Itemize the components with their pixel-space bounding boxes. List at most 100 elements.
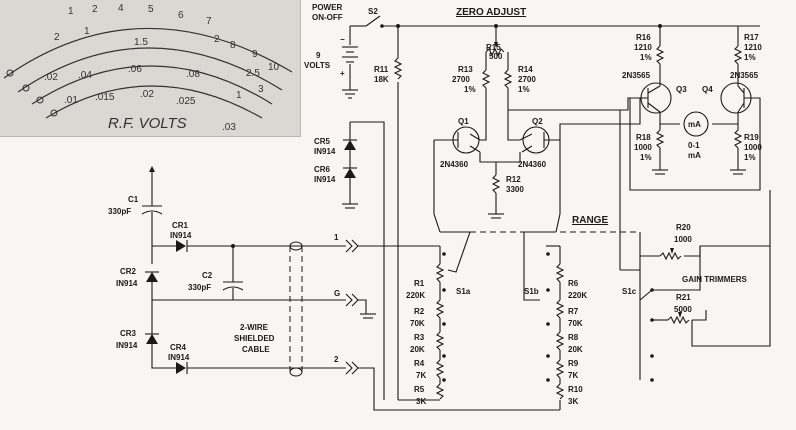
meter-s3-label: .04 [78,70,92,81]
r19-label: R19 [744,133,759,142]
r6-value: 220K [568,291,587,300]
q3-label: Q3 [676,85,687,94]
r17-label: R17 [744,33,759,42]
r18-value: 1000 [634,143,652,152]
meter-title: R.F. VOLTS [108,115,187,132]
range-divider-a [398,231,471,401]
meter-s4-label: .01 [64,95,78,106]
r11-value: 18K [374,75,389,84]
q4-type: 2N3565 [730,71,759,80]
meter-arc-2 [17,47,283,93]
r13-tol: 1% [464,85,476,94]
r2-label: R2 [414,307,425,316]
meter-arc-3 [31,65,273,105]
cable-label-3: CABLE [242,345,270,354]
power-label: POWER [312,3,342,12]
cr6-value: IN914 [314,175,336,184]
r19-tol: 1% [744,153,756,162]
r17-tol: 1% [744,53,756,62]
r10-label: R10 [568,385,583,394]
cable-label-2: SHIELDED [234,334,275,343]
meter-arc-4 [45,85,263,119]
meter-s1-label: 8 [230,40,236,51]
meter-s3-label: .06 [128,64,142,75]
meter-range: 0-1 [688,141,700,150]
q4-label: Q4 [702,85,713,94]
cr6-label: CR6 [314,165,331,174]
r14-label: R14 [518,65,533,74]
power-circuit [342,15,760,400]
conn-2: 2 [334,355,339,364]
r8-value: 20K [568,345,583,354]
range-divider-b [523,231,565,410]
r18-label: R18 [636,133,651,142]
meter-s4-label: .03 [222,122,236,133]
meter-symbol: mA [688,120,701,129]
r5-label: R5 [414,385,425,394]
meter-s1-label: 6 [178,10,184,21]
gain-trimmers [620,190,771,382]
r4-label: R4 [414,359,425,368]
battery-label-2: VOLTS [304,61,331,70]
r12-label: R12 [506,175,521,184]
r14-tol: 1% [518,85,530,94]
cr4-label: CR4 [170,343,187,352]
s1a-label: S1a [456,287,471,296]
meter-zero-mark [6,69,14,77]
r5-value: 3K [416,397,426,406]
r19-value: 1000 [744,143,762,152]
cr1-value: IN914 [170,231,192,240]
r10-value: 3K [568,397,578,406]
meter-s1-label: 1 [68,6,74,17]
range-heading: RANGE [572,215,608,226]
cr5-label: CR5 [314,137,331,146]
s1b-label: S1b [524,287,539,296]
r3-value: 20K [410,345,425,354]
meter-s2-label: 2.5 [246,68,260,79]
cr3-label: CR3 [120,329,137,338]
cr1-label: CR1 [172,221,189,230]
meter-s1-label: 10 [268,62,280,73]
cr5-cr6-diodes [342,121,385,400]
c2-label: C2 [202,271,213,280]
meter-s2-label: 3 [258,84,264,95]
gain-trimmers-heading: GAIN TRIMMERS [682,275,748,284]
meter-unit: mA [688,151,701,160]
r13-value: 2700 [452,75,470,84]
c1-value: 330pF [108,207,131,216]
r8-label: R8 [568,333,579,342]
r11-label: R11 [374,65,389,74]
meter-s4-label: .02 [140,89,154,100]
q1-label: Q1 [458,117,469,126]
cr2-value: IN914 [116,279,138,288]
r21-value: 5000 [674,305,692,314]
meter-s4-label: .025 [176,96,196,107]
output-stage [559,26,761,191]
r7-label: R7 [568,307,579,316]
meter-s1-label: 2 [54,32,60,43]
q1-type: 2N4360 [440,160,469,169]
meter-s1-label: 2 [92,4,98,15]
r20-label: R20 [676,223,691,232]
conn-g: G [334,289,340,298]
q2-type: 2N4360 [518,160,547,169]
power-label-2: ON-OFF [312,13,343,22]
meter-s4-label: .015 [95,92,115,103]
q3-type: 2N3565 [622,71,651,80]
c1-label: C1 [128,195,139,204]
r9-label: R9 [568,359,579,368]
zero-adjust-heading: ZERO ADJUST [456,7,526,18]
r18-tol: 1% [640,153,652,162]
r15-label: R15 [486,43,501,52]
cr5-value: IN914 [314,147,336,156]
meter-s2-label: 1.5 [134,37,148,48]
r6-label: R6 [568,279,579,288]
s1c-label: S1c [622,287,637,296]
switch-s2-blade [365,15,381,27]
meter-s1-label: 5 [148,4,154,15]
r14-value: 2700 [518,75,536,84]
meter-face-photo [0,0,301,137]
conn-1: 1 [334,233,339,242]
meter-s3-label: .02 [44,72,58,83]
